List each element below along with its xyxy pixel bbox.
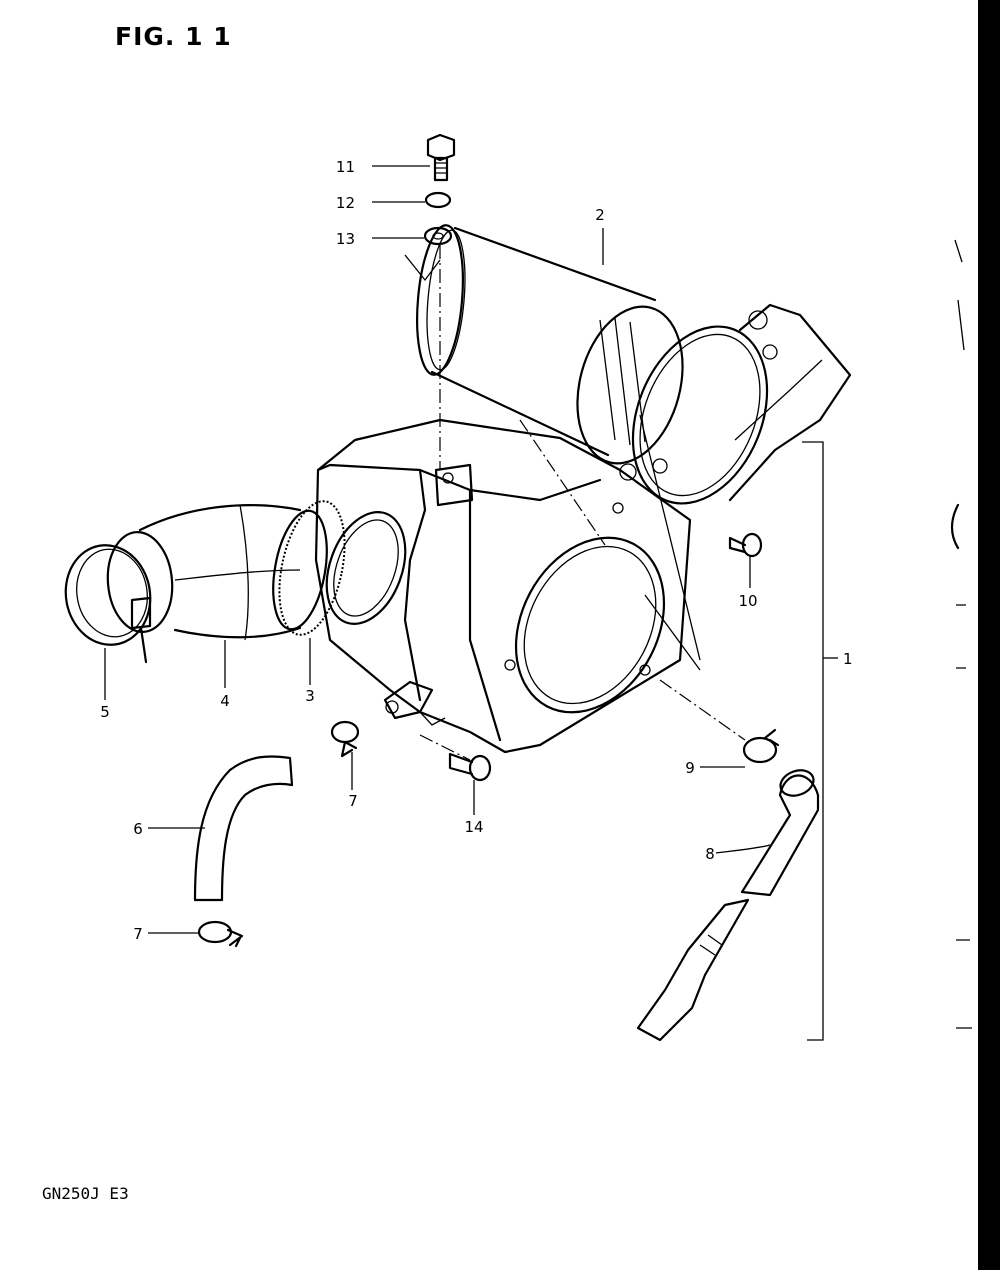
figure-title: FIG. 1 1 — [115, 22, 232, 51]
washer-13 — [423, 226, 453, 246]
air-cleaner-box — [314, 418, 692, 754]
alignment-line-9 — [659, 679, 746, 741]
callout-1: 1 — [843, 650, 853, 668]
screw-10 — [728, 532, 763, 558]
bolt-11 — [426, 133, 456, 182]
alignment-line-14 — [419, 734, 471, 761]
scan-edge-bar — [978, 0, 1000, 1270]
drain-hose-6 — [193, 755, 294, 902]
air-cleaner-cover — [619, 303, 852, 505]
alignment-line-element — [519, 419, 606, 546]
callout-5: 5 — [100, 703, 110, 721]
model-code: GN250J E3 — [42, 1184, 129, 1203]
callout-11: 11 — [336, 158, 355, 176]
clamp-ring-3 — [278, 500, 346, 636]
callout-2: 2 — [595, 206, 605, 224]
callout-13: 13 — [336, 230, 355, 248]
callout-4: 4 — [220, 692, 230, 710]
hose-clip-7b — [197, 920, 244, 948]
intake-duct-4 — [138, 504, 328, 641]
callout-14: 14 — [464, 818, 483, 836]
callout-7a: 7 — [348, 792, 358, 810]
lock-washer-12 — [424, 191, 452, 209]
callout-6: 6 — [133, 820, 143, 838]
filter-element — [416, 224, 684, 465]
scan-artifacts — [950, 239, 972, 1029]
leader-lines — [104, 165, 838, 1041]
callout-9: 9 — [685, 759, 695, 777]
callout-12: 12 — [336, 194, 355, 212]
hose-clip-7a — [330, 720, 360, 758]
drain-hose-8 — [636, 769, 820, 1042]
callout-7b: 7 — [133, 925, 143, 943]
callout-3: 3 — [305, 687, 315, 705]
callout-10: 10 — [738, 592, 757, 610]
callout-8: 8 — [705, 845, 715, 863]
clamp-band-5 — [64, 531, 174, 664]
hose-clip-9 — [742, 728, 780, 764]
screw-14 — [448, 752, 492, 782]
